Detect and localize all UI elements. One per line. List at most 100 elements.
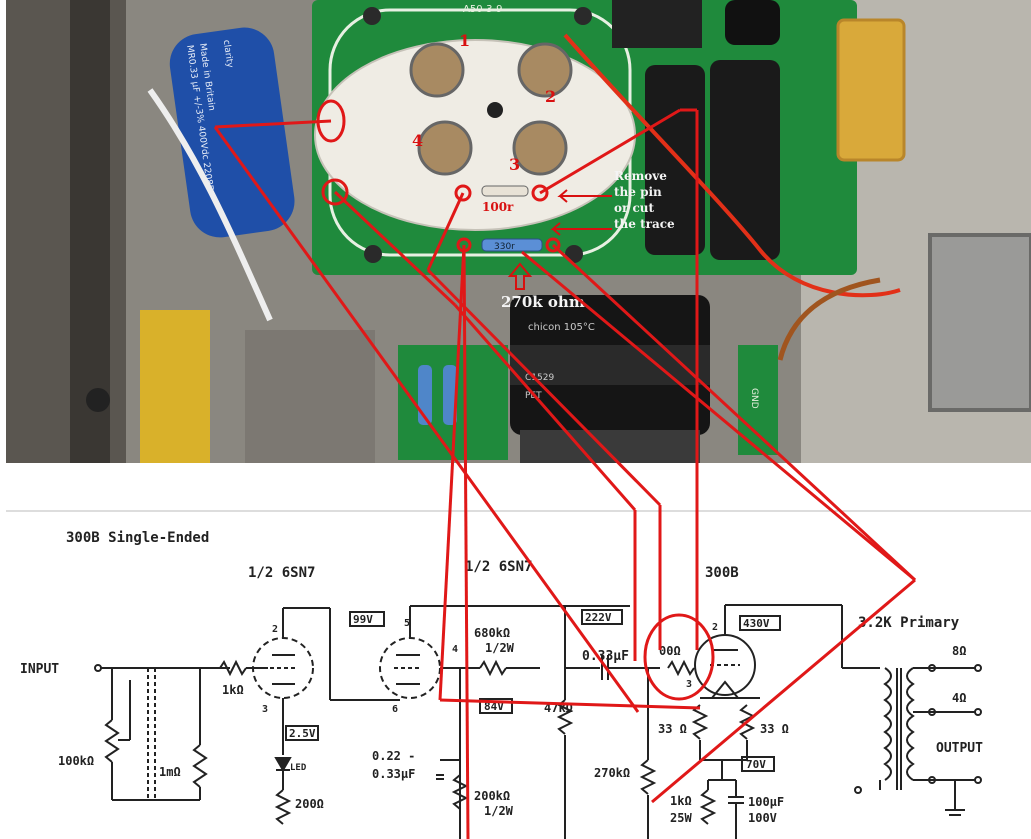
tube-2-label: 1/2 6SN7 [465, 559, 532, 575]
voltage-430: 430V [743, 617, 770, 630]
out-4-label: 4Ω [952, 691, 966, 705]
r-200k-label: 200kΩ [474, 789, 510, 803]
resistor-270k [639, 759, 657, 795]
resistor-200 [274, 789, 292, 825]
marker-circle [531, 184, 549, 202]
pin-label-t2-4: 4 [452, 644, 458, 655]
resistor-680k [479, 659, 507, 677]
pin-label-t2-6: 6 [392, 704, 398, 715]
pot-100k [104, 719, 120, 763]
output-terminal [928, 708, 936, 716]
terminal [854, 786, 862, 794]
c-022-label-a: 0.22 - [372, 749, 415, 763]
pcb-screw [363, 7, 381, 25]
resistor-33-a [691, 704, 709, 740]
electrolytic-capacitor [725, 0, 780, 45]
resistor-1k-25w [699, 789, 717, 825]
tube-3-filament [711, 680, 739, 699]
up-arrow-icon [507, 262, 533, 290]
can-capacitor-code: C1529 [525, 373, 554, 383]
input-label: INPUT [20, 662, 59, 677]
r-1k-25w-label: 1kΩ [670, 794, 692, 808]
resistor-200k [451, 774, 469, 810]
output-label: OUTPUT [936, 741, 983, 756]
small-pcb-label: GND [749, 388, 759, 409]
output-terminal [974, 664, 982, 672]
marker-circle [321, 178, 349, 206]
voltage-222: 222V [585, 611, 612, 624]
resistor-270k-label: 270k ohm [501, 293, 585, 311]
pin-label-t1-3: 3 [262, 704, 268, 715]
socket-center-hole [487, 102, 503, 118]
c-100u-label: 100µF [748, 795, 784, 809]
link-line [214, 119, 332, 129]
can-capacitor-band [510, 345, 710, 385]
voltage-70: 70V [746, 758, 766, 771]
pin-label-3: 3 [509, 155, 520, 174]
out-8-label: 8Ω [952, 644, 966, 658]
resistor-100-300b [667, 659, 695, 677]
r-200-label: 200Ω [295, 797, 324, 811]
resistor-100r-label: 100r [482, 200, 514, 214]
r-1k-25w-watt: 25W [670, 811, 692, 825]
r-33-b-label: 33 Ω [760, 722, 789, 736]
r-270k-label: 270kΩ [594, 766, 630, 780]
resistor-1k-in [219, 659, 247, 677]
socket-pin-3 [512, 120, 568, 176]
link-line [551, 243, 917, 582]
voltage-2-5: 2.5V [289, 727, 316, 740]
r-1k-in-label: 1kΩ [222, 683, 244, 697]
link-line [213, 126, 640, 713]
brown-wire [777, 277, 881, 361]
link-line [426, 192, 465, 271]
resistor-330r [481, 238, 543, 252]
pin-label-4: 4 [412, 131, 423, 150]
transformer-secondary [906, 667, 915, 781]
note-line-2: the pin [614, 185, 662, 199]
voltage-box-2-5 [285, 725, 319, 741]
pcb-screw [574, 7, 592, 25]
can-capacitor-base [520, 430, 700, 463]
pin-label-2: 2 [545, 87, 556, 106]
film-capacitor-body [169, 27, 295, 238]
pin-label-t3-2: 2 [712, 622, 718, 633]
resistor-100r [481, 185, 529, 197]
socket-pin-1 [409, 42, 465, 98]
pin-label-t1-2: 2 [272, 624, 278, 635]
output-transformer [928, 233, 1031, 412]
schematic-labels: 300B Single-Ended 1/2 6SN7 1/2 6SN7 300B… [20, 530, 983, 825]
output-terminal [928, 776, 936, 784]
tube-1-label: 1/2 6SN7 [248, 565, 315, 581]
r-200k-watt: 1/2W [484, 804, 514, 818]
resistor-330r-label: 330r [494, 242, 515, 252]
red-annotations [213, 108, 917, 839]
can-capacitor-brand: chicon 105°C [528, 322, 595, 333]
r-680k-label: 680kΩ [474, 626, 510, 640]
resistor-1m [192, 744, 208, 788]
resistor-33-b [738, 704, 756, 740]
link-line [521, 250, 916, 582]
primary-label: 3.2K Primary [858, 615, 960, 631]
chassis-hole [86, 388, 110, 412]
yellow-board [140, 310, 210, 463]
note-arrow-icon [557, 189, 612, 203]
r-680k-watt: 1/2W [485, 641, 515, 655]
transformer-primary [883, 667, 892, 781]
tube-3-label: 300B [705, 565, 739, 581]
r-33-a-label: 33 Ω [658, 722, 687, 736]
link-line [439, 698, 701, 710]
electrolytic-capacitor [645, 65, 705, 255]
pin-label-t3-3: 3 [686, 679, 692, 690]
c-022-label-b: 0.33µF [372, 767, 415, 781]
cap-brand-text: clarity [221, 39, 235, 69]
board-code: A50-3-9 [463, 4, 503, 15]
output-terminal [928, 664, 936, 672]
note-line-1: Remove [614, 169, 667, 183]
pot-100k-label: 100kΩ [58, 754, 94, 768]
power-resistor [836, 18, 906, 162]
voltage-99: 99V [353, 613, 373, 626]
tube-socket [314, 39, 636, 231]
voltage-box-222 [581, 609, 623, 625]
